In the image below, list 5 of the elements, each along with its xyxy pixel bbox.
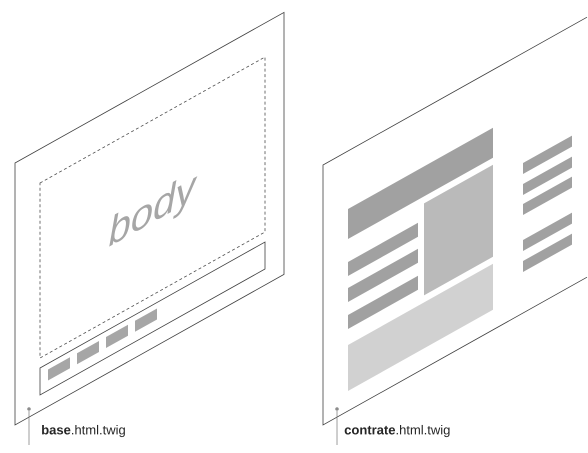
file-label: contrate.html.twig [344,424,450,438]
leader-line [28,410,30,446]
leader-line [336,410,338,446]
file-label: base.html.twig [42,424,125,438]
page-outline [322,16,588,426]
